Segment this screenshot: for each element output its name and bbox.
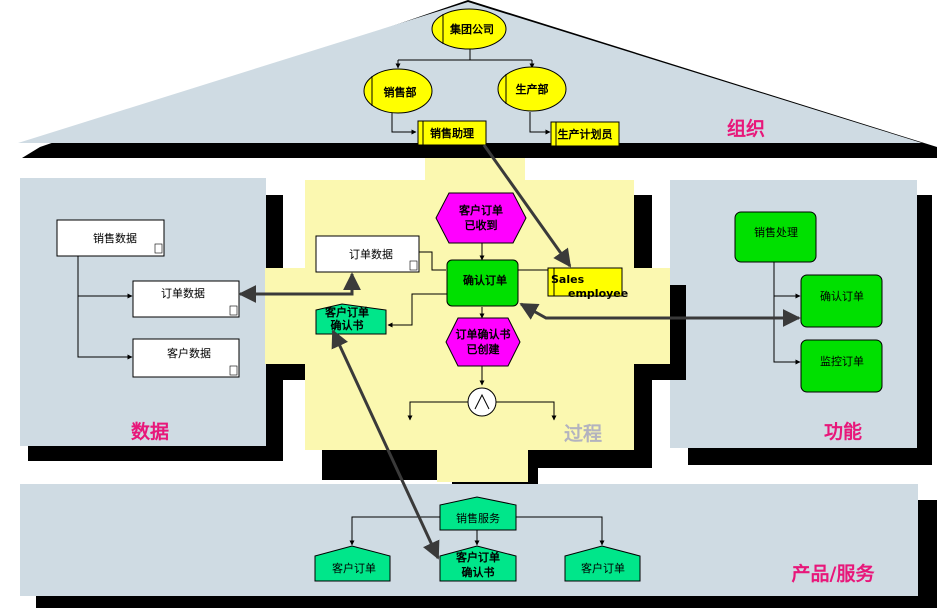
product-order-confirmation[interactable]: 客户订单 确认书 [439, 545, 517, 582]
event-confirmation-created[interactable]: 订单确认书 已创建 [445, 317, 521, 367]
organization-view-label: 组织 [727, 117, 765, 140]
org-unit-sales[interactable]: 销售部 [363, 68, 433, 114]
arrow-document-to-product [331, 329, 440, 560]
role-sales-employee-line1: Sales [551, 273, 585, 286]
process-order-data[interactable]: 订单数据 [315, 235, 420, 273]
entity-icon [154, 243, 163, 254]
event-order-received-line2: 已收到 [465, 218, 498, 232]
product-order-confirmation-line2: 确认书 [462, 565, 495, 579]
data-item-customer-data-label: 客户数据 [167, 346, 211, 360]
function-sales-processing[interactable]: 销售处理 [734, 211, 817, 263]
event-confirmation-created-line2: 已创建 [467, 342, 501, 356]
function-monitor-order[interactable]: 监控订单 [800, 339, 883, 393]
event-order-received[interactable]: 客户订单 已收到 [435, 192, 527, 244]
product-view-label: 产品/服务 [792, 562, 876, 585]
function-confirm-order[interactable]: 确认订单 [446, 259, 519, 307]
org-unit-group-label: 集团公司 [449, 22, 494, 36]
product-order-confirmation-line1: 客户订单 [455, 550, 500, 564]
position-sales-assistant[interactable]: 销售助理 [417, 120, 487, 146]
position-production-planner[interactable]: 生产计划员 [550, 121, 620, 147]
and-operator-icon [474, 393, 490, 410]
function-sales-processing-label: 销售处理 [754, 225, 798, 239]
org-unit-production[interactable]: 生产部 [497, 66, 567, 112]
entity-icon [409, 260, 418, 271]
process-view-label: 过程 [564, 423, 602, 445]
roof [18, 2, 922, 143]
arrow-function-link [519, 302, 801, 327]
roof-beam [45, 148, 920, 158]
arrow-assistant-to-role [482, 144, 572, 268]
data-item-customer-data[interactable]: 客户数据 [132, 338, 240, 378]
data-item-sales-data[interactable]: 销售数据 [56, 219, 165, 257]
product-sales-service[interactable]: 销售服务 [439, 496, 517, 531]
function-monitor-order-label: 监控订单 [820, 354, 864, 368]
product-customer-order-1-label: 客户订单 [332, 561, 376, 575]
entity-icon [229, 305, 238, 316]
process-document-line1: 客户订单 [324, 305, 369, 319]
data-view-label: 数据 [131, 420, 169, 443]
data-connectors [77, 256, 133, 360]
cross-view-arrows [238, 144, 801, 560]
process-document[interactable]: 客户订单 确认书 [315, 303, 387, 335]
function-confirm-order-label: 确认订单 [463, 273, 507, 287]
entity-icon [229, 365, 238, 376]
data-item-order-data-label: 订单数据 [161, 286, 205, 300]
function-confirm-order-child[interactable]: 确认订单 [800, 274, 883, 328]
data-item-order-data[interactable]: 订单数据 [132, 280, 240, 318]
product-customer-order-2[interactable]: 客户订单 [564, 545, 641, 582]
arrow-order-data-link [238, 272, 361, 303]
process-order-data-label: 订单数据 [349, 247, 393, 261]
position-production-planner-label: 生产计划员 [558, 127, 613, 141]
function-view-label: 功能 [824, 420, 862, 443]
org-unit-sales-label: 销售部 [384, 85, 417, 99]
position-sales-assistant-label: 销售助理 [430, 126, 474, 140]
event-confirmation-created-line1: 订单确认书 [456, 327, 511, 341]
and-connector[interactable] [467, 387, 497, 417]
organization-view [18, 0, 937, 158]
function-confirm-order-child-label: 确认订单 [820, 290, 864, 303]
org-unit-group[interactable]: 集团公司 [431, 8, 507, 50]
event-order-received-line1: 客户订单 [458, 203, 503, 217]
data-item-sales-data-label: 销售数据 [93, 231, 137, 245]
org-unit-production-label: 生产部 [516, 82, 549, 96]
role-sales-employee-line2: employee [568, 287, 628, 300]
product-sales-service-label: 销售服务 [456, 511, 500, 525]
role-sales-employee[interactable]: Sales employee [547, 267, 628, 300]
process-document-line2: 确认书 [331, 318, 364, 332]
product-customer-order-2-label: 客户订单 [581, 561, 625, 575]
